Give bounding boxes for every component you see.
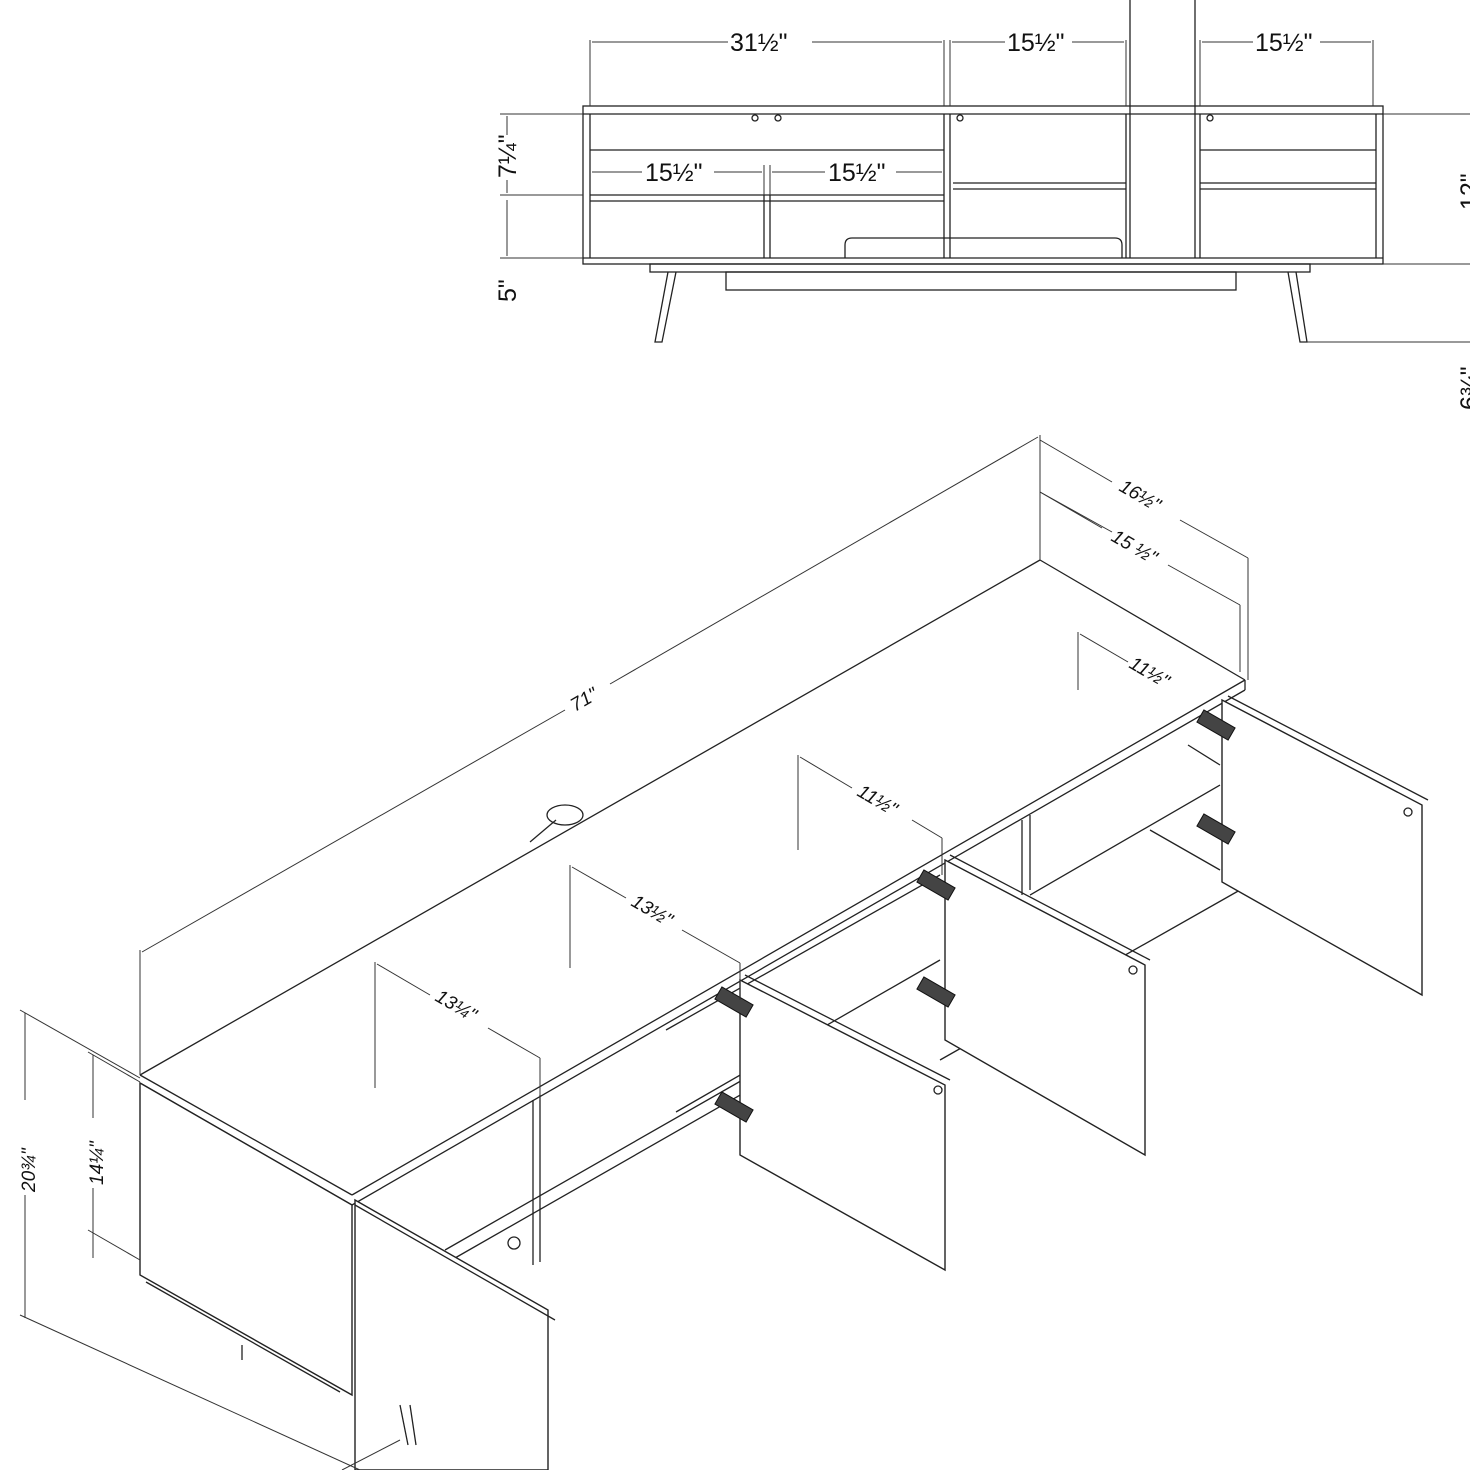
iso-door-1 bbox=[354, 1198, 549, 1470]
dim-top-left: 31½" bbox=[730, 29, 788, 57]
dim-inner-right: 15½" bbox=[828, 159, 886, 187]
cable-grommet-icon bbox=[546, 804, 584, 826]
dim-depth-inner: 15 ½" bbox=[1108, 526, 1162, 569]
dim-top-right: 15½" bbox=[1255, 29, 1313, 57]
dim-right-height: 12" bbox=[1456, 173, 1470, 210]
dim-right-bottom: 6¾" bbox=[1456, 366, 1470, 410]
dim-compartment-2: 11½" bbox=[854, 781, 902, 821]
iso-left-end-panel bbox=[139, 1081, 353, 1397]
front-carcass bbox=[582, 105, 1384, 265]
dim-compartment-3: 13½" bbox=[628, 891, 677, 932]
dim-total-height: 20¾" bbox=[19, 1147, 40, 1193]
iso-view: 71" 16½" 15 ½" 11½" 11½" 13½" 13¼" 20¾" … bbox=[19, 435, 1429, 1470]
dim-leg-height: 5" bbox=[494, 279, 522, 302]
front-view: 31½" 15½" 15½" 15½" 15½" 7¼" 5" 12" 6¾" bbox=[494, 0, 1470, 410]
iso-door-2 bbox=[739, 978, 946, 1272]
iso-door-4 bbox=[1221, 698, 1423, 997]
dim-length: 71" bbox=[567, 684, 603, 717]
dim-compartment-4: 13¼" bbox=[432, 986, 481, 1027]
dim-depth-outer: 16½" bbox=[1116, 476, 1165, 517]
hinge-icon bbox=[714, 709, 1236, 1123]
dim-compartment-1: 11½" bbox=[1126, 653, 1174, 693]
iso-door-3 bbox=[944, 858, 1146, 1157]
dim-body-height: 14¼" bbox=[87, 1140, 108, 1185]
dim-inner-left: 15½" bbox=[645, 159, 703, 187]
dim-top-center: 15½" bbox=[1007, 29, 1065, 57]
dim-shelf-height: 7¼" bbox=[494, 134, 522, 178]
